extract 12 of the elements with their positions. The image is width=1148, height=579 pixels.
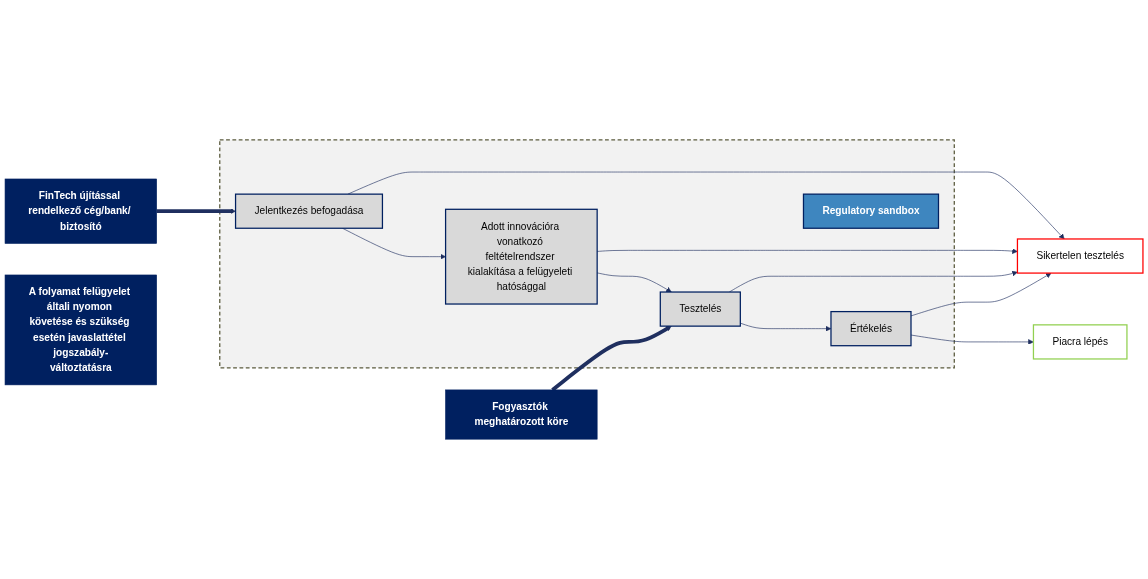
node-box: Tesztelés [659, 291, 741, 327]
node-box: Regulatory sandbox [802, 193, 940, 229]
arrow [156, 208, 236, 214]
node-box: Értékelés [830, 310, 912, 347]
node-box: Piacra lépés [1032, 324, 1128, 360]
node-box: Jelentkezés befogadása [234, 193, 384, 229]
node-box: Fogyasztók meghatározott köre [445, 389, 598, 440]
node-box: Adott innovációra vonatkozó feltételrendszer kialakítása a felügyeleti hatósággal [444, 208, 598, 305]
cluster [219, 139, 955, 369]
node-box: A folyamat felügyelet általi nyomon követése és szükség esetén javaslattétel jogszabály-változtatásra [4, 274, 157, 386]
node-box: FinTech újítással rendelkező cég/bank/ biztosító [4, 178, 157, 244]
node-box: Sikertelen tesztelés [1016, 238, 1144, 274]
